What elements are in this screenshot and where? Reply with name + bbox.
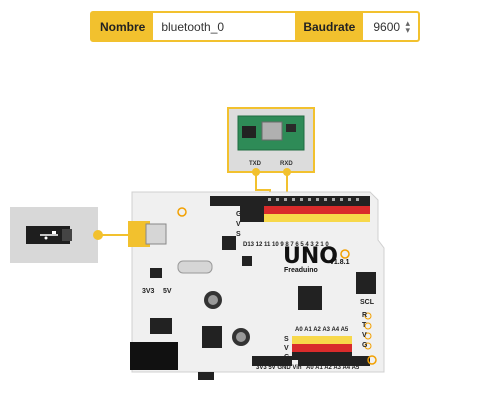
- label-3v3: 3V3: [142, 288, 155, 295]
- txd-label: TXD: [249, 161, 261, 167]
- analog-header-label: A0 A1 A2 A3 A4 A5: [306, 365, 360, 371]
- name-input[interactable]: [153, 13, 296, 40]
- label-5v: 5V: [163, 288, 172, 295]
- rtvg-v: V: [362, 332, 367, 339]
- txd-pin-dot[interactable]: [252, 168, 260, 176]
- usb-connector-dot[interactable]: [93, 230, 103, 240]
- usb-cable[interactable]: [10, 207, 103, 263]
- baudrate-value: 9600: [373, 19, 401, 34]
- board-title: UNO: [283, 244, 338, 269]
- baudrate-label: Baudrate: [295, 13, 364, 40]
- label-scl: SCL: [360, 299, 374, 306]
- gvs-v: V: [236, 221, 241, 228]
- row-s-label: S: [284, 336, 289, 343]
- board-version: v1.8.1: [330, 259, 350, 266]
- arduino-board[interactable]: [128, 191, 385, 380]
- row-g-label: G: [284, 354, 290, 361]
- power-header-label: 3V3 5V GND Vin: [256, 365, 302, 371]
- board-brand: Freaduino: [284, 267, 318, 274]
- row-v-label: V: [284, 345, 289, 352]
- bluetooth-module[interactable]: [227, 107, 315, 176]
- digital-pin-row-label: D13 12 11 10 9 8 7 6 5 4 3 2 1 0: [243, 242, 329, 248]
- component-toolbar: Nombre Baudrate 9600 ▴▾: [90, 11, 420, 42]
- analog-top-label: A0 A1 A2 A3 A4 A5: [295, 327, 349, 333]
- rtvg-r: R: [362, 312, 368, 319]
- rxd-label: RXD: [280, 161, 293, 167]
- rtvg-t: T: [362, 322, 367, 329]
- select-chevron-icon: ▴▾: [405, 17, 410, 35]
- gvs-g: G: [236, 211, 242, 218]
- rtvg-g: G: [362, 342, 368, 349]
- rxd-pin-dot[interactable]: [283, 168, 291, 176]
- gvs-s: S: [236, 231, 241, 238]
- name-label: Nombre: [92, 13, 154, 40]
- baudrate-select[interactable]: 9600 ▴▾: [363, 13, 418, 40]
